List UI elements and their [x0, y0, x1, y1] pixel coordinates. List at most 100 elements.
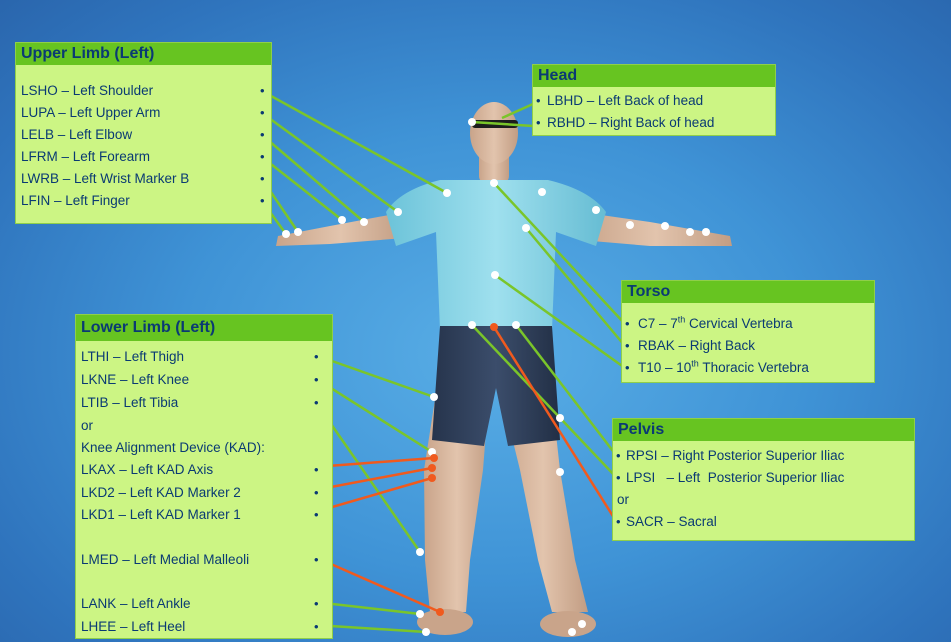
marker-dot	[556, 468, 564, 476]
leader-line-lbhd	[501, 102, 534, 120]
body-markers	[282, 118, 710, 636]
marker-label-lbhd: LBHD – Left Back of head	[547, 93, 704, 108]
marker-label-lhee: LHEE – Left Heel	[81, 619, 186, 634]
bullet-lkne: •	[314, 372, 319, 387]
bullet-sacr: •	[616, 514, 621, 529]
marker-dot	[468, 118, 476, 126]
leader-line-lkax	[314, 456, 435, 469]
marker-dot	[512, 321, 520, 329]
marker-dot	[491, 271, 499, 279]
marker-dot	[538, 188, 546, 196]
bullet-ltib: •	[314, 395, 319, 410]
leader-line-lelb	[261, 134, 365, 223]
pelvis-or-text: or	[617, 492, 630, 507]
marker-label-lkd2: LKD2 – Left KAD Marker 2	[81, 485, 241, 500]
bullet-lwrb: •	[260, 171, 265, 186]
panel-pelvis-title: Pelvis	[613, 419, 914, 441]
leader-line-rbak	[525, 227, 626, 347]
marker-label-lkd1: LKD1 – Left KAD Marker 1	[81, 507, 241, 522]
marker-dot	[282, 230, 290, 238]
bullet-c7: •	[625, 316, 630, 331]
marker-dot	[578, 620, 586, 628]
marker-label-rbak: RBAK – Right Back	[638, 338, 756, 353]
marker-dot	[428, 464, 436, 472]
marker-label-t10: T10 – 10th Thoracic Vertebra	[638, 358, 809, 375]
bullet-lmed: •	[314, 552, 319, 567]
lower-limb-or-text: or	[81, 418, 94, 433]
panel-pelvis: Pelvis • • • RPSI – Right Posterior Supe…	[612, 418, 915, 541]
panel-upper-limb-title: Upper Limb (Left)	[16, 43, 271, 65]
panel-torso: Torso • • • C7 – 7th Cervical Vertebra R…	[621, 280, 875, 383]
bullet-lbhd: •	[536, 93, 541, 108]
marker-dot	[592, 206, 600, 214]
marker-dot	[661, 222, 669, 230]
marker-dot	[468, 321, 476, 329]
bullet-lfin: •	[260, 193, 265, 208]
marker-dot	[522, 224, 530, 232]
marker-label-lfin: LFIN – Left Finger	[21, 193, 130, 208]
marker-label-rpsi: RPSI – Right Posterior Superior Iliac	[626, 448, 845, 463]
marker-dot	[490, 179, 498, 187]
marker-dot	[294, 228, 302, 236]
marker-dot	[702, 228, 710, 236]
leader-line-rbhd	[471, 120, 534, 128]
leader-line-lmed	[314, 555, 441, 614]
leader-line-lpsi	[471, 324, 617, 478]
leader-line-t10	[494, 273, 626, 370]
marker-label-lsho: LSHO – Left Shoulder	[21, 83, 154, 98]
leader-line-sacr	[492, 326, 618, 522]
marker-dot	[490, 323, 498, 331]
leader-line-lkd2	[314, 466, 433, 492]
leader-line-lupa	[261, 111, 399, 214]
leader-line-lkd1	[314, 476, 433, 514]
marker-dot	[394, 208, 402, 216]
marker-dot	[430, 454, 438, 462]
marker-dot	[422, 628, 430, 636]
leader-line-c7	[493, 182, 626, 325]
marker-label-lwrb: LWRB – Left Wrist Marker B	[21, 171, 190, 186]
leader-line-lhee	[314, 623, 427, 634]
marker-label-sacr: SACR – Sacral	[626, 514, 717, 529]
marker-dot	[338, 216, 346, 224]
marker-label-lthi: LTHI – Left Thigh	[81, 349, 185, 364]
kad-heading: Knee Alignment Device (KAD):	[81, 440, 265, 455]
figure-body	[276, 102, 732, 637]
marker-dot	[360, 218, 368, 226]
marker-label-lupa: LUPA – Left Upper Arm	[21, 105, 161, 120]
leader-line-lkne	[314, 376, 433, 454]
bullet-lkd2: •	[314, 485, 319, 500]
bullet-lupa: •	[260, 105, 265, 120]
leader-line-lthi	[314, 353, 435, 399]
marker-dot	[416, 610, 424, 618]
bullet-lelb: •	[260, 127, 265, 142]
marker-label-lank: LANK – Left Ankle	[81, 596, 191, 611]
bullet-lsho: •	[260, 83, 265, 98]
marker-label-lkax: LKAX – Left KAD Axis	[81, 462, 214, 477]
marker-dot	[443, 189, 451, 197]
bullet-lfrm: •	[260, 149, 265, 164]
panel-head-title: Head	[533, 65, 775, 87]
marker-dot	[416, 548, 424, 556]
leader-line-lfrm	[261, 156, 343, 221]
marker-dot	[428, 474, 436, 482]
marker-label-lpsi: LPSI – Left Posterior Superior Iliac	[626, 470, 845, 485]
marker-label-c7: C7 – 7th Cervical Vertebra	[638, 314, 793, 331]
bullet-lkax: •	[314, 462, 319, 477]
marker-dot	[568, 628, 576, 636]
marker-label-ltib: LTIB – Left Tibia	[81, 395, 179, 410]
marker-label-lmed: LMED – Left Medial Malleoli	[81, 552, 250, 567]
panel-lower-limb-title: Lower Limb (Left)	[76, 315, 332, 341]
panel-head: Head • • LBHD – Left Back of head RBHD –…	[532, 64, 776, 136]
marker-dot	[556, 414, 564, 422]
bullet-t10: •	[625, 360, 630, 375]
marker-dot	[436, 608, 444, 616]
leader-line-rpsi	[515, 324, 617, 456]
leader-line-lsho	[261, 89, 448, 195]
marker-dot	[686, 228, 694, 236]
bullet-rpsi: •	[616, 448, 621, 463]
marker-label-lfrm: LFRM – Left Forearm	[21, 149, 151, 164]
marker-dot	[430, 393, 438, 401]
bullet-rbak: •	[625, 338, 630, 353]
bullet-rbhd: •	[536, 115, 541, 130]
